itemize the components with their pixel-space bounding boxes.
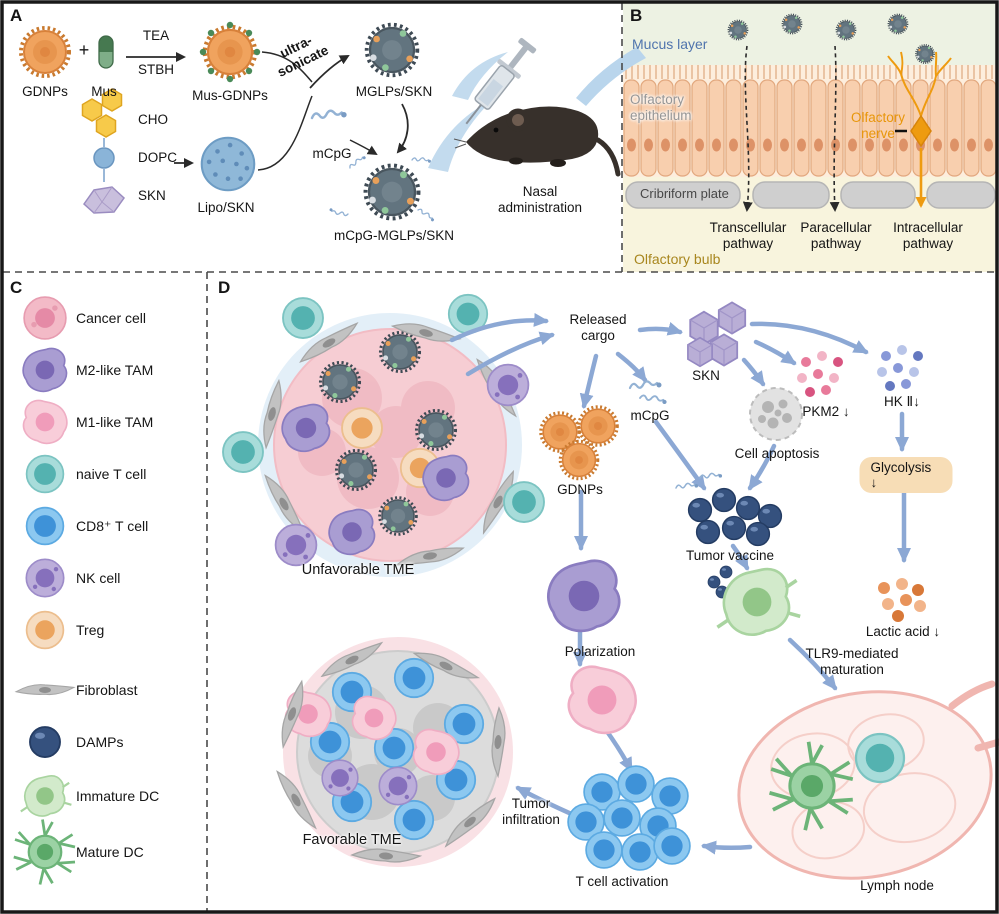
mcpg-label-a: mCpG (312, 146, 352, 161)
mcpg-label-d: mCpG (630, 408, 670, 423)
dopc-icon (93, 147, 115, 169)
mucus-layer-label: Mucus layer (632, 36, 708, 52)
tumor-vaccine-label: Tumor vaccine (685, 548, 775, 563)
m1-macrophage-icon (567, 665, 637, 735)
hk2-dots (877, 345, 923, 391)
t-cell-activation-label: T cell activation (575, 874, 669, 889)
legend-treg: Treg (76, 622, 105, 638)
treg-icon (25, 610, 65, 650)
panel-b (623, 3, 997, 272)
released-cargo-label: Released cargo (569, 312, 627, 344)
legend-m1-tam: M1-like TAM (76, 414, 154, 430)
cilia-band (623, 65, 997, 79)
cd8-t-cell-icon (25, 506, 65, 546)
lymph-node (737, 680, 999, 880)
legend-nk-cell: NK cell (76, 570, 121, 586)
mus-icon (98, 35, 114, 69)
naive-t-cell-icon (25, 454, 65, 494)
hk2-label: HK Ⅱ↓ (884, 394, 920, 409)
legend-mature-dc: Mature DC (76, 844, 144, 860)
unfavorable-tme-label: Unfavorable TME (301, 562, 415, 578)
nasal-administration-label: Nasal administration (497, 184, 583, 216)
apoptotic-cell-icon (749, 387, 803, 441)
tea-label: TEA (142, 28, 170, 43)
t-cell-in-node (854, 732, 906, 784)
nk-cell-icon (25, 558, 65, 598)
cribriform-plate-blocks (625, 181, 996, 209)
t-cell-cluster (567, 765, 691, 871)
gdnps-label-d: GDNPs (557, 482, 603, 497)
panel-a (19, 21, 646, 223)
skn-label-a: SKN (138, 188, 166, 203)
pkm2-label: PKM2 ↓ (802, 404, 850, 419)
cho-label: CHO (138, 112, 168, 127)
m1-tam-icon (22, 399, 68, 445)
pathway-arrows (742, 45, 927, 212)
panel-a-letter: A (10, 6, 23, 25)
transcellular-pathway-label: Transcellular pathway (709, 220, 787, 252)
lymph-node-label: Lymph node (860, 878, 934, 893)
glycolysis-badge: Glycolysis ↓ (859, 457, 953, 493)
cribriform-plate-label: Cribriform plate (640, 186, 729, 201)
panel-d-letter: D (218, 278, 231, 297)
stbh-label: STBH (137, 62, 175, 77)
lactic-acid-dots (878, 578, 926, 622)
legend-fibroblast: Fibroblast (76, 682, 138, 698)
cancer-cell-icon (23, 296, 67, 340)
legend-immature-dc: Immature DC (76, 788, 160, 804)
panel-dividers (3, 3, 996, 911)
dopc-label: DOPC (138, 150, 178, 165)
favorable-tme-label: Favorable TME (302, 832, 402, 848)
pkm2-dots (797, 351, 843, 397)
tlr9-maturation-label: TLR9-mediated maturation (805, 646, 899, 678)
mglps-skn-label: MGLPs/SKN (355, 84, 433, 99)
mus-label: Mus (91, 84, 117, 99)
skn-label-d: SKN (692, 368, 720, 383)
legend-cancer-cell: Cancer cell (76, 310, 147, 326)
olfactory-epithelium-cells (623, 79, 997, 177)
synthesis-arrows (126, 51, 409, 171)
mcpg-mglps-skn-label: mCpG-MGLPs/SKN (333, 228, 455, 243)
legend-m2-tam: M2-like TAM (76, 362, 154, 378)
legend-naive-t-cell: naive T cell (76, 466, 147, 482)
paracellular-pathway-label: Paracellular pathway (800, 220, 872, 252)
m2-tam-icon (22, 347, 68, 393)
olfactory-bulb-label: Olfactory bulb (634, 251, 721, 267)
administration-swooshes (428, 47, 646, 172)
flow-arrows (449, 312, 911, 855)
lactic-acid-label: Lactic acid ↓ (865, 624, 941, 639)
gdnps-label: GDNPs (22, 84, 68, 99)
legend-damps: DAMPs (76, 734, 124, 750)
favorable-tme (273, 637, 513, 867)
olfactory-neuron (887, 51, 952, 117)
plus-sign: + (78, 40, 90, 60)
panel-d (222, 293, 999, 880)
unfavorable-tme (222, 293, 545, 577)
m2-macrophage-icon (546, 559, 621, 633)
tumor-infiltration-label: Tumor infiltration (502, 796, 560, 828)
cell-apoptosis-label: Cell apoptosis (734, 446, 820, 461)
cho-dopc-skn-stack (81, 88, 125, 214)
panel-c-letter: C (10, 278, 23, 297)
lipo-skn-label: Lipo/SKN (197, 200, 255, 215)
mus-gdnps-label: Mus-GDNPs (192, 88, 268, 103)
olfactory-nerve-label: Olfactory nerve (850, 110, 906, 142)
lipo-skn-icon (200, 136, 256, 192)
legend-cd8-t-cell: CD8⁺ T cell (76, 518, 149, 534)
panel-b-letter: B (630, 6, 643, 25)
polarization-label: Polarization (564, 644, 636, 659)
olfactory-epithelium-label: Olfactory epithelium (630, 92, 692, 124)
damps-icon (29, 726, 61, 758)
mus-gdnps-icon (199, 21, 261, 83)
intracellular-pathway-label: Intracellular pathway (893, 220, 963, 252)
